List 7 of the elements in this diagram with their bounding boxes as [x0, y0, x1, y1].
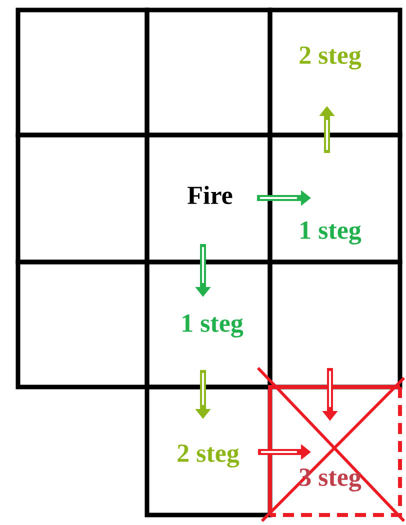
grid-cell: 1 steg [144, 260, 272, 390]
grid-cell: Fire [144, 132, 272, 264]
grid-cell: 1 steg [268, 132, 402, 264]
grid-cell [16, 260, 150, 390]
grid-cell [268, 260, 402, 390]
grid-cell: 2 steg [268, 8, 402, 138]
grid-cell: 2 steg [144, 384, 272, 518]
